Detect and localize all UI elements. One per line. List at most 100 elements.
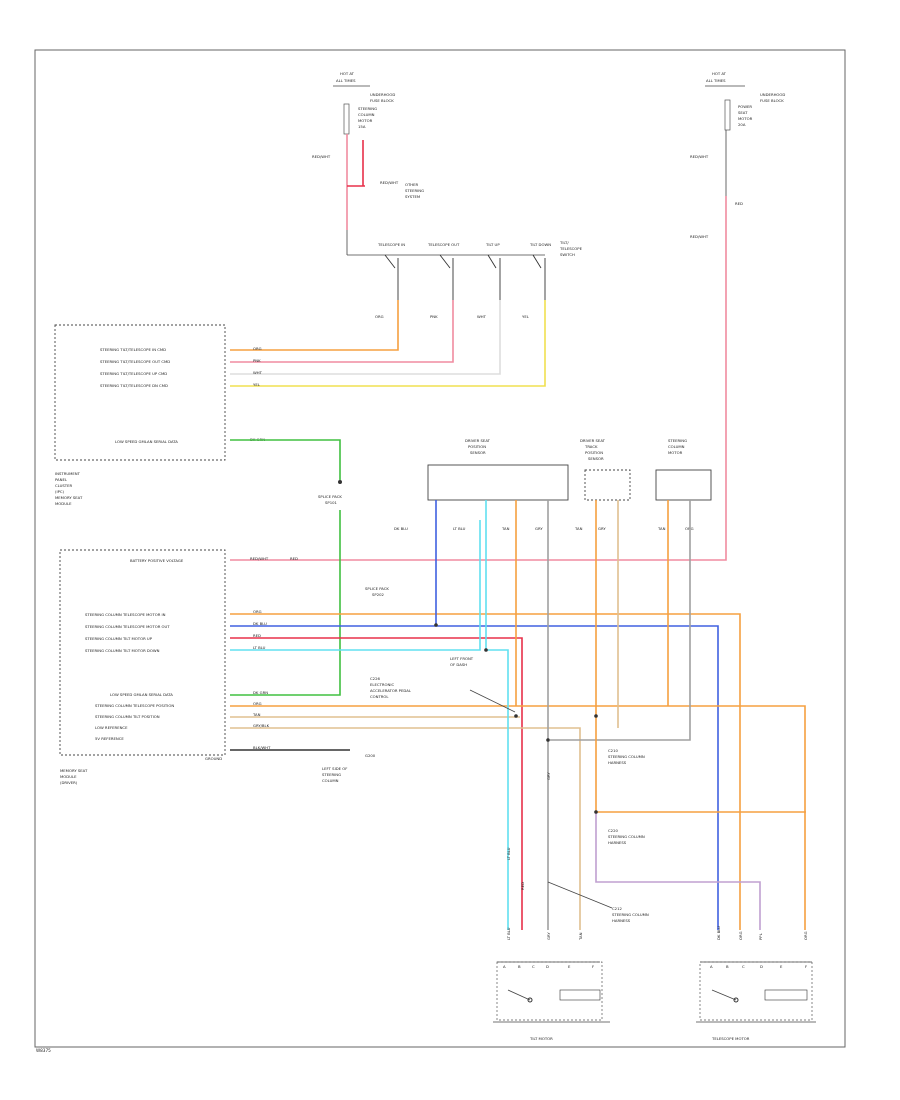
lower-line-2: STEERING COLUMN TELESCOPE MOTOR IN bbox=[85, 612, 166, 617]
splice5-a: LEFT FRONT bbox=[450, 656, 474, 661]
upper-line-5: LOW SPEED GMLAN SERIAL DATA bbox=[115, 439, 178, 444]
mw-org: ORG bbox=[738, 931, 743, 940]
upper-wire-org: ORG bbox=[253, 346, 262, 351]
tilt-telescope-switch: TELESCOPE IN TELESCOPE OUT TILT UP TILT … bbox=[375, 240, 583, 319]
sensor2-l2: TRACK bbox=[584, 444, 598, 449]
sensor-wire-dkblu: DK BLU bbox=[394, 526, 408, 531]
splice-pack-1b: SP101 bbox=[325, 500, 338, 505]
lower-module-wires: ORG DK BLU RED LT BLU DK GRN ORG TAN GRY… bbox=[230, 520, 806, 930]
sensor-wire-ltblu: LT BLU bbox=[453, 526, 466, 531]
c3-a: C220 bbox=[608, 828, 618, 833]
splice-pack-1: SPLICE PACK bbox=[318, 494, 342, 499]
tilt-pin-f: F bbox=[592, 964, 594, 969]
sensor-connectors: DRIVER SEAT POSITION SENSOR DRIVER SEAT … bbox=[394, 438, 712, 531]
lower-line-4: STEERING COLUMN TILT MOTOR UP bbox=[85, 636, 153, 641]
tel-pin-a: A bbox=[710, 964, 713, 969]
fuse-left-desc3: MOTOR bbox=[358, 118, 373, 123]
lower-label-3: (DRIVER) bbox=[60, 780, 78, 785]
lower-wire-dkgrn: DK GRN bbox=[253, 690, 268, 695]
lower-line-3: STEERING COLUMN TELESCOPE MOTOR OUT bbox=[85, 624, 170, 629]
fuse-right-desc: POWER bbox=[738, 104, 752, 109]
tilt-pin-c: C bbox=[532, 964, 535, 969]
switch-title-3: SWITCH bbox=[560, 252, 575, 257]
sensor-wire-gry: GRY bbox=[535, 526, 543, 531]
switch-title-1: TILT/ bbox=[559, 240, 569, 245]
wire-label-redwht-4: RED/WHT bbox=[690, 234, 709, 239]
fuse-right-hot: HOT AT bbox=[712, 71, 727, 76]
sensor-wire-tan-2: TAN bbox=[574, 526, 583, 531]
lower-wire-org-1: ORG bbox=[253, 609, 262, 614]
tel-pin-c: C bbox=[742, 964, 745, 969]
c4-b: STEERING COLUMN bbox=[612, 912, 649, 917]
mw-org-2: ORG bbox=[803, 931, 808, 940]
lower-line-5: STEERING COLUMN TILT MOTOR DOWN bbox=[85, 648, 160, 653]
fuse-right-desc4: 20A bbox=[738, 122, 746, 127]
fuse-left-hot: HOT AT bbox=[340, 71, 355, 76]
left-feed: RED/WHT RED/WHT OTHER STEERING SYSTEM bbox=[312, 134, 545, 256]
splice5-b: OF DASH bbox=[450, 662, 467, 667]
other-label-3: SYSTEM bbox=[405, 194, 420, 199]
motor-wire-labels: LT BLU LT BLU RED GRY GRY TAN DK BLU ORG… bbox=[506, 772, 808, 941]
lower-line-9: LOW REFERENCE bbox=[95, 725, 128, 730]
splice4-a: LEFT SIDE OF bbox=[322, 766, 347, 771]
c3-c: HARNESS bbox=[608, 840, 627, 845]
sensor-wire-gry-2: GRY bbox=[598, 526, 606, 531]
fuse-right: HOT AT ALL TIMES UNDERHOOD FUSE BLOCK PO… bbox=[705, 71, 785, 131]
switch-leg-4: TILT DOWN bbox=[529, 242, 551, 247]
upper-wire-yel: YEL bbox=[253, 382, 261, 387]
lower-wire-blkwht: BLK/WHT bbox=[253, 745, 271, 750]
switch-wire-pnk: PNK bbox=[430, 314, 438, 319]
gmlan-wire: SPLICE PACK SP101 bbox=[230, 439, 342, 696]
tilt-motor-label: TILT MOTOR bbox=[529, 1036, 553, 1041]
diagram-frame bbox=[34, 49, 846, 1048]
lower-wire-tan: TAN bbox=[252, 712, 261, 717]
sensor-wire-tan: TAN bbox=[501, 526, 510, 531]
c1-a: C226 bbox=[370, 676, 380, 681]
fuse-right-desc2: SEAT bbox=[738, 110, 748, 115]
lower-wire-org-2: ORG bbox=[253, 701, 262, 706]
tilt-pin-a: A bbox=[503, 964, 506, 969]
tel-pin-f: F bbox=[805, 964, 807, 969]
splice4-b: STEERING bbox=[322, 772, 341, 777]
lower-label-2: MODULE bbox=[60, 774, 77, 779]
tel-pin-d: D bbox=[760, 964, 763, 969]
c1-b: ELECTRONIC bbox=[370, 682, 394, 687]
wire-label-red-right: RED bbox=[735, 201, 743, 206]
sensor2-l3: POSITION bbox=[585, 450, 603, 455]
switch-wire-org: ORG bbox=[375, 314, 384, 319]
telescope-motor: TELESCOPE MOTOR A B C D E F bbox=[696, 961, 816, 1041]
switch-wire-yel: YEL bbox=[522, 314, 530, 319]
mw-gry: GRY bbox=[546, 772, 551, 780]
right-feed: RED/WHT RED RED/WHT bbox=[230, 130, 743, 561]
upper-label-3: CLUSTER bbox=[55, 483, 72, 488]
sensor3-l1: STEERING bbox=[668, 438, 687, 443]
switch-leg-2: TELESCOPE OUT bbox=[427, 242, 460, 247]
switch-leg-1: TELESCOPE IN bbox=[377, 242, 405, 247]
mw-tan: TAN bbox=[578, 932, 583, 941]
upper-line-4: STEERING TILT/TELESCOPE DN CMD bbox=[100, 383, 168, 388]
upper-line-3: STEERING TILT/TELESCOPE UP CMD bbox=[100, 371, 167, 376]
wire-label-redwht-2: RED/WHT bbox=[380, 180, 399, 185]
upper-wire-wht: WHT bbox=[253, 370, 263, 375]
lower-wire-ltblu: LT BLU bbox=[253, 645, 266, 650]
splice2-b: SP202 bbox=[372, 592, 385, 597]
upper-line-2: STEERING TILT/TELESCOPE OUT CMD bbox=[100, 359, 170, 364]
c2-c: HARNESS bbox=[608, 760, 627, 765]
tilt-pin-e: E bbox=[568, 964, 571, 969]
upper-wire-pnk: PNK bbox=[253, 358, 261, 363]
splice-labels: SPLICE PACK SP202 LEFT FRONT OF DASH C22… bbox=[322, 586, 649, 923]
telescope-motor-label: TELESCOPE MOTOR bbox=[711, 1036, 750, 1041]
upper-label-2: PANEL bbox=[55, 477, 68, 482]
fuse-left-desc2: COLUMN bbox=[358, 112, 375, 117]
mw-red: RED bbox=[520, 882, 525, 890]
mw-ltblu: LT BLU bbox=[506, 847, 511, 860]
other-label-1: OTHER bbox=[405, 182, 419, 187]
fuse-left-desc: STEERING bbox=[358, 106, 377, 111]
c3-b: STEERING COLUMN bbox=[608, 834, 645, 839]
sensor2-l1: DRIVER SEAT bbox=[580, 438, 606, 443]
upper-line-1: STEERING TILT/TELESCOPE IN CMD bbox=[100, 347, 166, 352]
upper-module: STEERING TILT/TELESCOPE IN CMD STEERING … bbox=[54, 324, 265, 506]
switch-outputs bbox=[230, 300, 546, 387]
mw-ltblu-2: LT BLU bbox=[506, 927, 511, 940]
